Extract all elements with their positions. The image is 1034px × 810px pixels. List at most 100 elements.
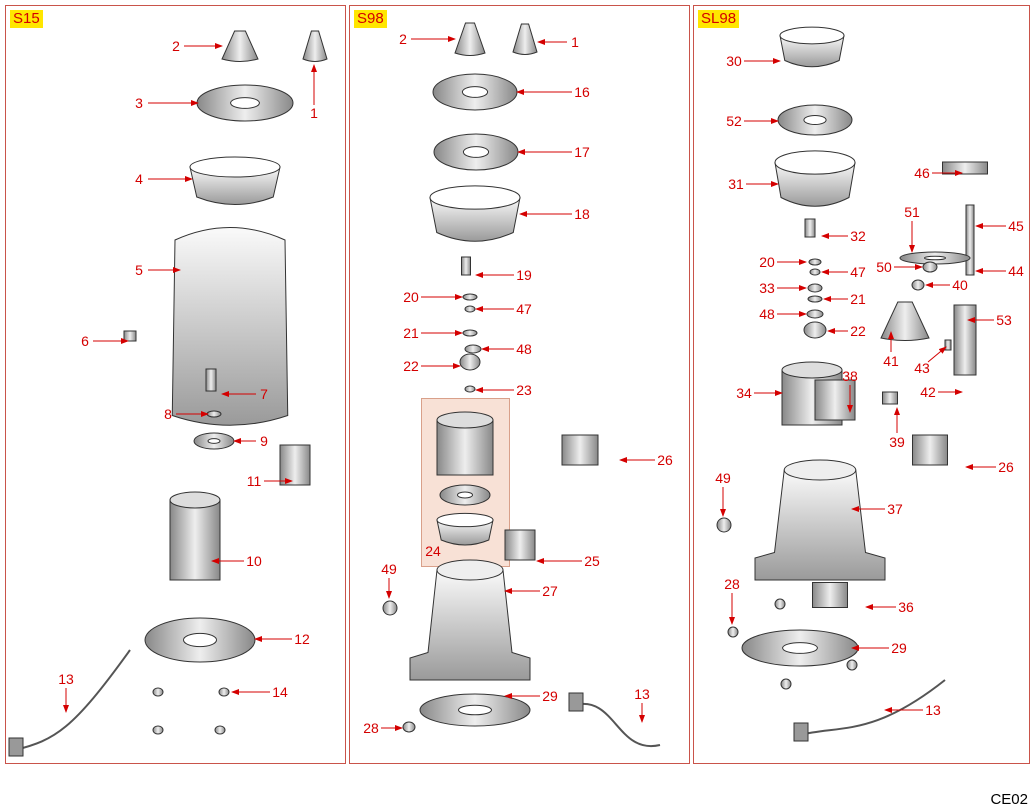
reamer-cone-large [221,30,259,62]
callout-number: 29 [542,688,558,704]
fan-housing-rim [436,512,494,528]
callout-number: 12 [294,631,310,647]
cover [279,444,311,486]
juice-bowl-rim [429,185,521,210]
housing [171,227,289,426]
callout-number: 40 [952,277,968,293]
callout-number: 41 [883,353,899,369]
bearing [807,283,823,293]
callout-number: 1 [310,105,318,121]
knob [716,517,732,533]
bearing-plate-hole [207,438,221,444]
power-cord [14,649,131,751]
seal [464,305,476,313]
callout-number: 8 [164,406,172,422]
callout-number: 20 [403,289,419,305]
juice-bowl-rim [189,156,281,178]
o-ring [807,295,823,303]
switch-clip [123,330,137,342]
callout-number: 46 [914,165,930,181]
plug [793,722,809,742]
callout-number: 42 [920,384,936,400]
panel-sl98: SL98 [693,5,1030,764]
callout-number: 24 [425,543,441,559]
callout-number: 11 [246,473,262,489]
housing [754,469,886,581]
callout-number: 13 [634,686,650,702]
callout-number: 2 [172,38,180,54]
switch [561,434,599,466]
cover-dome [880,301,930,341]
callout-number: 39 [889,434,905,450]
power-cord [799,679,946,736]
knob [382,600,398,616]
callout-number: 48 [516,341,532,357]
panel-s15: S15 [5,5,346,764]
callout-number: 52 [726,113,742,129]
o-ring [464,344,482,354]
leader-line [927,346,947,363]
callout-number: 49 [715,470,731,486]
juice-bowl [189,166,281,205]
foot [727,626,739,638]
callout-number: 50 [876,259,892,275]
callout-number: 53 [996,312,1012,328]
plug [8,737,24,757]
filter-disc-hole [230,97,260,109]
panel-s98: S98 [349,5,690,764]
callout-number: 13 [58,671,74,687]
o-ring [806,309,824,319]
o-ring [462,329,478,337]
motor-top [169,491,221,509]
shaft [205,368,217,392]
callout-number: 31 [728,176,744,192]
bracket [814,379,856,421]
foot [152,687,164,697]
motor [436,419,494,476]
callout-number: 18 [574,206,590,222]
juice-bowl [774,162,856,207]
callout-number: 44 [1008,263,1024,279]
clip [882,391,898,405]
motor-top [436,411,494,429]
filter-disc-hole [462,146,490,158]
callout-number: 19 [516,267,532,283]
ring-hole [461,86,489,98]
ring [464,385,476,393]
callout-number: 48 [759,306,775,322]
bottom-plate-hole [782,642,818,654]
callout-number: 16 [574,84,590,100]
callout-number: 33 [759,280,775,296]
bearing [803,321,827,339]
foot [152,725,164,735]
callout-number: 2 [399,31,407,47]
lever [942,161,988,175]
callout-number: 13 [925,702,941,718]
pin [911,279,925,291]
callout-number: 26 [998,459,1014,475]
rod [965,204,975,276]
foot [846,659,858,671]
callout-number: 25 [584,553,600,569]
reamer-cone-small [512,23,538,55]
foot [780,678,792,690]
callout-number: 22 [850,323,866,339]
callout-number: 3 [135,95,143,111]
callout-number: 7 [260,386,268,402]
callout-number: 51 [904,204,920,220]
callout-number: 34 [736,385,752,401]
motor [169,499,221,581]
callout-number: 36 [898,599,914,615]
foot [214,725,226,735]
switch [912,434,948,466]
guide [953,304,977,376]
housing-top [783,459,857,481]
foot [218,687,230,697]
callout-number: 20 [759,254,775,270]
callout-number: 49 [381,561,397,577]
page-code: CE02 [990,791,1028,808]
callout-number: 28 [363,720,379,736]
callout-number: 30 [726,53,742,69]
washer [808,258,822,266]
plug [568,692,584,712]
